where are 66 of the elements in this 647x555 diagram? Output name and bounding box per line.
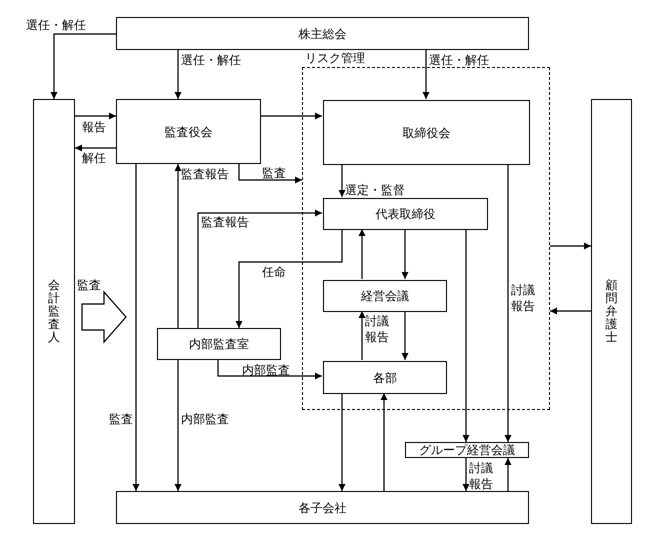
box-label: 代表取締役	[376, 207, 436, 221]
edge-label: 監査	[262, 165, 286, 181]
arrow	[238, 164, 302, 184]
arrow	[338, 393, 346, 491]
arrow	[236, 229, 343, 328]
edge-label: 討議報告	[365, 313, 390, 345]
arrow	[338, 164, 346, 197]
box-label: 会計監査人	[48, 278, 60, 344]
arrow	[50, 33, 116, 99]
edge-label: 選任・解任	[26, 17, 86, 33]
arrow	[174, 164, 182, 328]
box-label: 顧問弁護士	[606, 278, 618, 344]
arrow	[550, 308, 591, 314]
arrow	[504, 164, 512, 442]
box-label: 取締役会	[402, 126, 450, 140]
box-label: 各子会社	[298, 500, 346, 514]
process-box	[323, 361, 447, 394]
arrow	[504, 458, 512, 491]
arrow	[217, 360, 322, 380]
arrow	[462, 458, 470, 491]
edge-label: 解任	[82, 150, 106, 166]
edge-label: 内部監査	[242, 362, 290, 378]
process-box	[323, 280, 447, 312]
box-label: 経営会議	[361, 289, 409, 303]
edge-label: 討議報告	[469, 460, 494, 492]
vertical-box	[591, 99, 632, 524]
arrow	[402, 229, 408, 279]
process-box	[116, 99, 261, 164]
arrow	[380, 393, 388, 491]
edge-label: 討議報告	[511, 282, 536, 314]
edge-label: 選任・解任	[181, 52, 241, 68]
arrow	[358, 311, 366, 360]
arrow	[197, 210, 322, 328]
edge-label: 報告	[82, 119, 106, 135]
box-label: 監査役会	[164, 124, 212, 138]
arrow	[550, 242, 591, 250]
edge-label: 監査報告	[201, 214, 249, 230]
arrow-label: 監査	[77, 278, 101, 292]
box-label: グループ経営会議	[419, 443, 515, 457]
arrow	[75, 112, 116, 120]
vertical-box	[33, 99, 75, 524]
arrow	[132, 164, 140, 491]
arrow	[422, 50, 430, 99]
arrow	[261, 112, 322, 120]
edge-label: 任命	[262, 264, 286, 280]
arrow	[75, 144, 116, 152]
arrow	[462, 229, 470, 442]
process-box	[405, 442, 529, 458]
arrow	[358, 229, 366, 279]
edge-label: 選定・監督	[345, 182, 405, 198]
box-label: 株主総会	[298, 26, 346, 40]
box-label: 内部監査室	[189, 337, 249, 351]
process-box	[116, 491, 529, 524]
arrow	[174, 50, 182, 99]
edge-label: 内部監査	[181, 411, 229, 427]
edge-label: 監査	[109, 411, 133, 427]
group-heading: リスク管理	[305, 51, 365, 65]
edge-label: 監査報告	[181, 166, 229, 182]
arrow	[402, 311, 408, 360]
arrow	[174, 360, 182, 491]
process-box	[157, 328, 281, 360]
edge-label: 選任・解任	[429, 52, 489, 68]
box-label: 各部	[373, 370, 397, 384]
process-box	[323, 100, 530, 165]
process-box	[116, 17, 529, 50]
process-box	[323, 198, 488, 230]
